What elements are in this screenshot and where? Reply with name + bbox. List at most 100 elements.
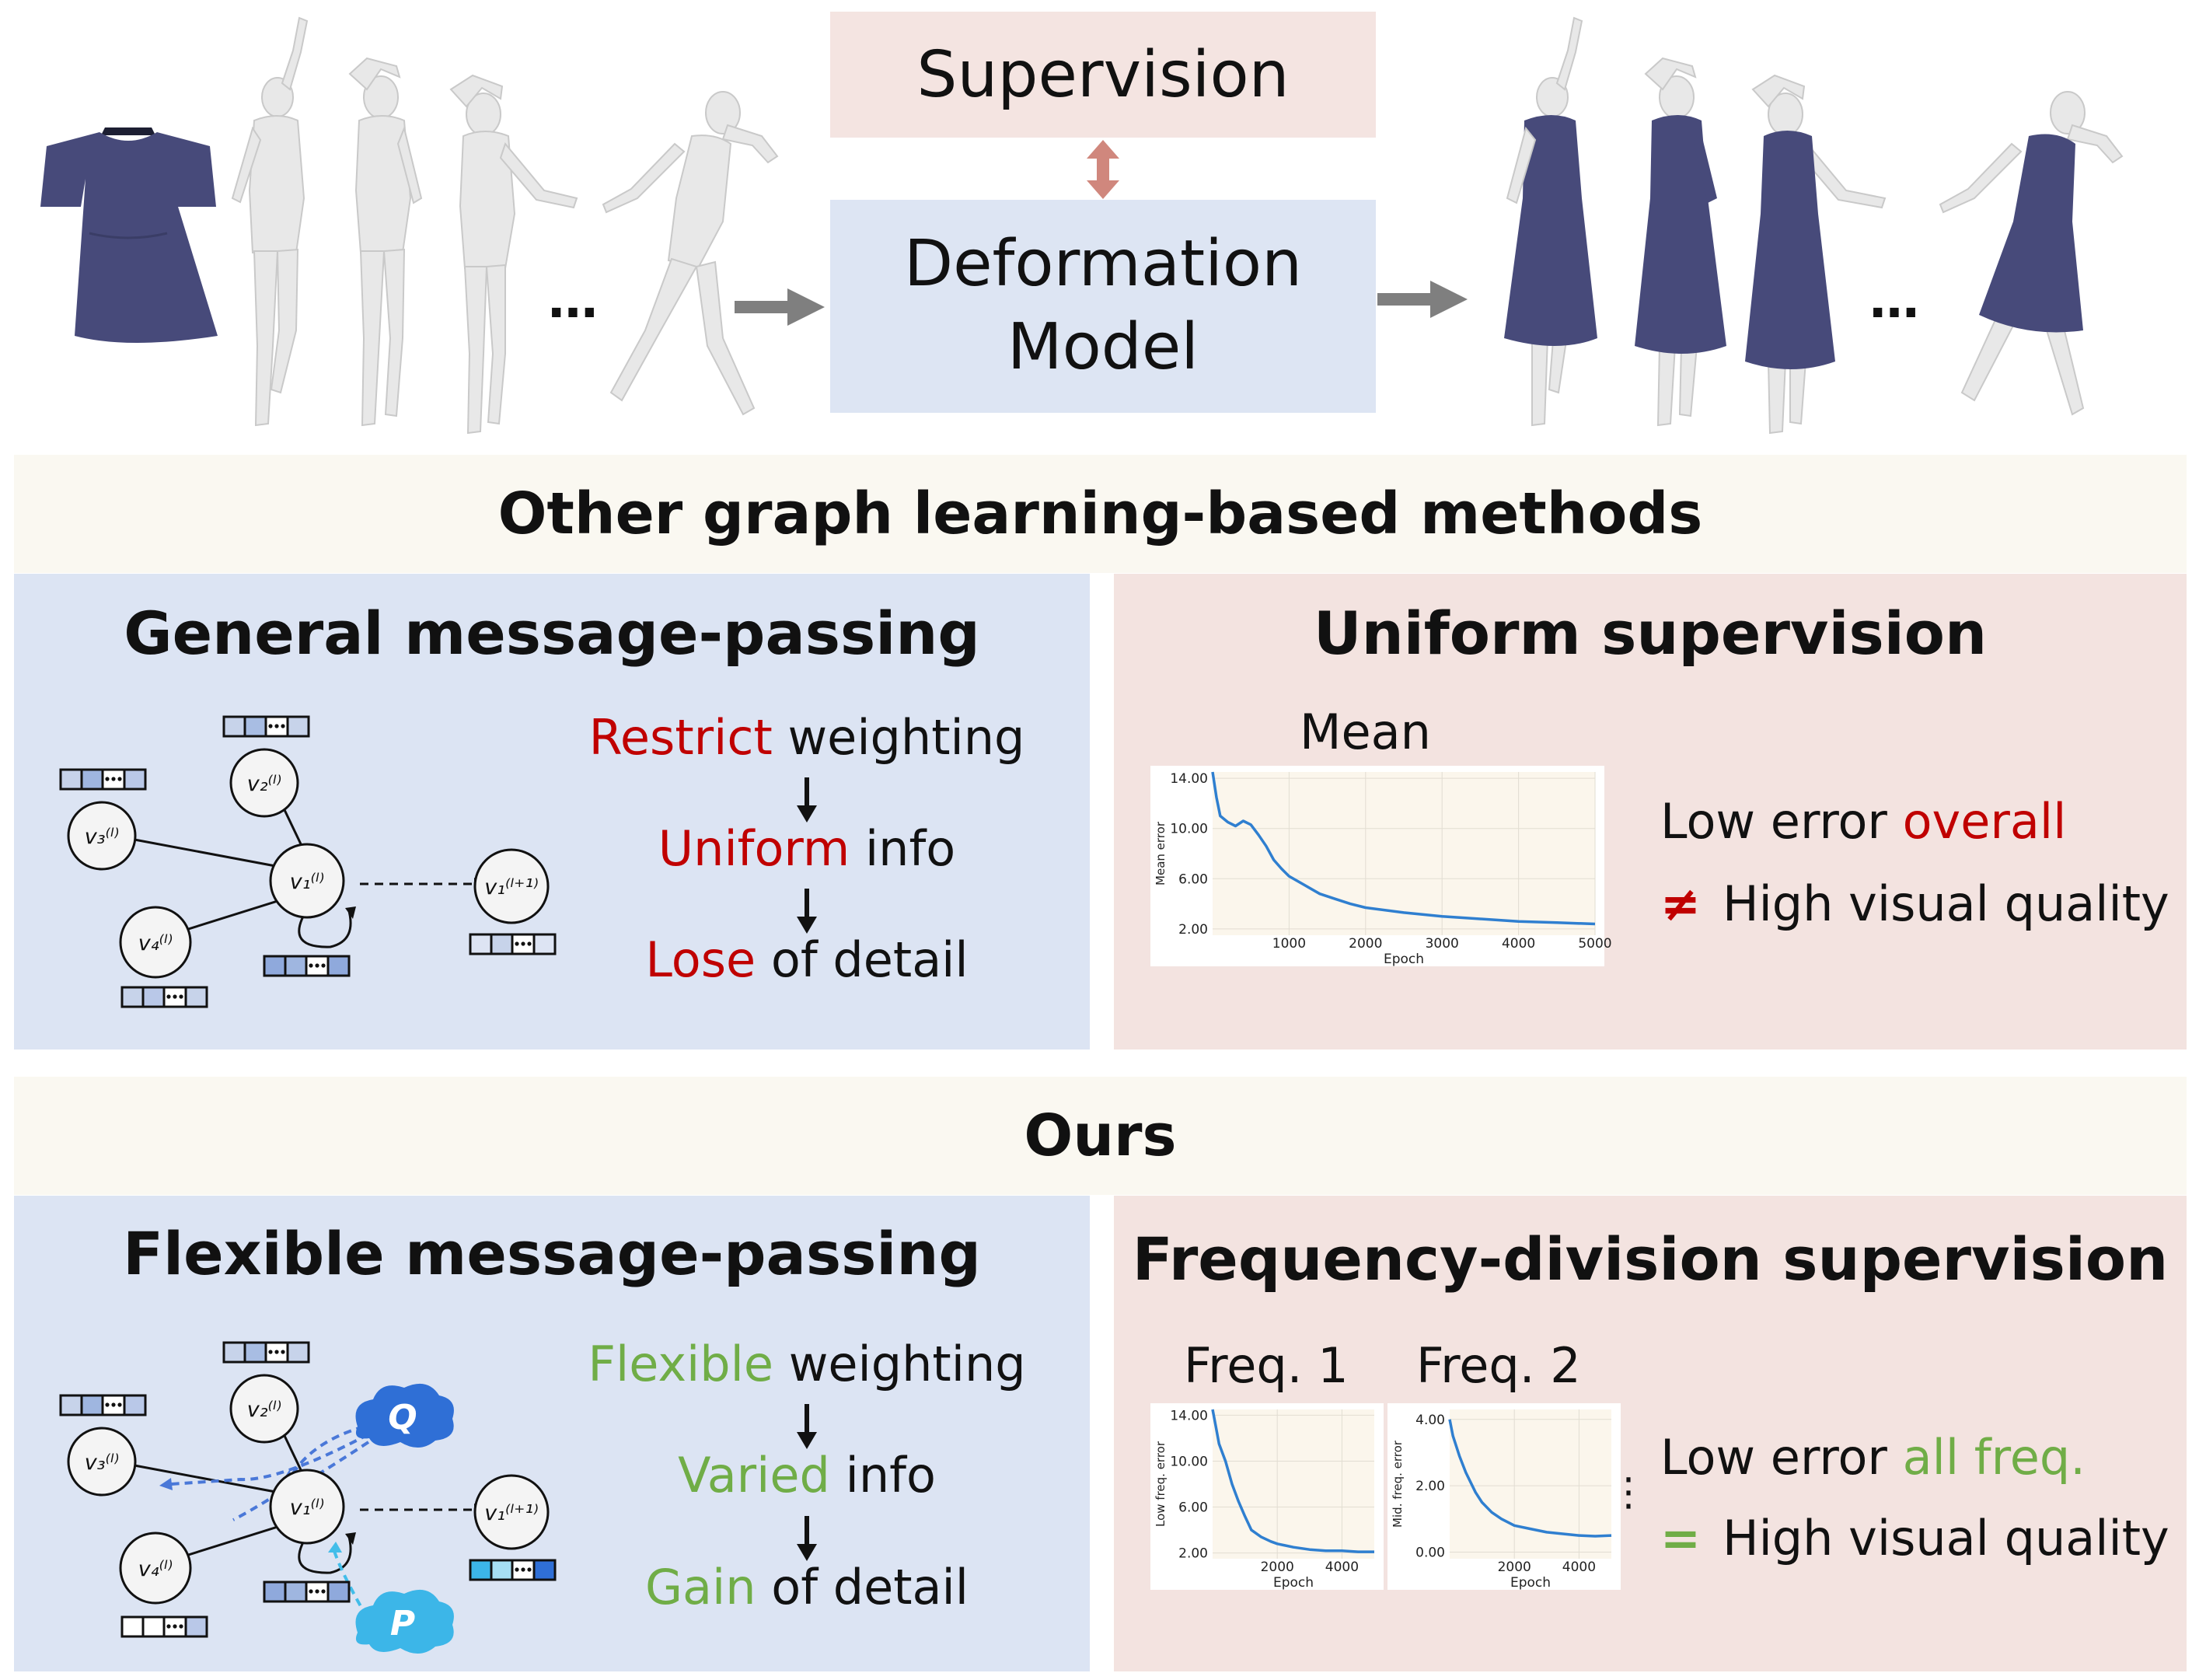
feature-vector-icon — [59, 1394, 147, 1416]
not-equal-icon: ≠ — [1660, 875, 1701, 932]
node-v1-label: v₁⁽ˡ⁾ — [290, 870, 325, 894]
dressed-pose-2-icon — [1635, 57, 1726, 427]
flexible-flow-highlight-2: Varied — [678, 1447, 830, 1504]
q-label: Q — [388, 1398, 417, 1437]
flexible-flow-line-3: Gain of detail — [581, 1559, 1032, 1615]
ours-title: Ours — [1024, 1102, 1177, 1169]
ours-band: Ours — [14, 1077, 2187, 1195]
general-message-passing-title: General message-passing — [124, 599, 980, 668]
deformation-label-line1: Deformation — [903, 227, 1303, 302]
flexible-flow-highlight-3: Gain — [645, 1559, 756, 1615]
down-arrow-icon — [797, 777, 817, 823]
node-v3-label: v₃⁽ˡ⁾ — [85, 825, 120, 849]
general-flow-rest-2: info — [850, 820, 956, 877]
p-label: P — [390, 1604, 415, 1643]
frequency-claim-1-prefix: Low error — [1660, 1429, 1903, 1486]
low-freq-ytick-label: 10.00 — [1170, 1454, 1208, 1469]
uniform-claim-1-highlight: overall — [1902, 793, 2067, 850]
uniform-claim-1: Low error overall — [1660, 793, 2066, 850]
mid-freq-ytick-label: 2.00 — [1415, 1479, 1445, 1494]
low-freq-ylabel: Low freq. error — [1154, 1441, 1168, 1527]
mid-freq-ytick-label: 4.00 — [1415, 1413, 1445, 1428]
mid-freq-series-line — [1448, 1419, 1612, 1538]
uniform-claim-2: ≠ High visual quality — [1660, 875, 2169, 932]
mean-error-xtick-label: 1000 — [1272, 936, 1306, 952]
mean-error-xtick-label: 3000 — [1426, 936, 1459, 952]
arrow-right-icon — [1377, 281, 1468, 318]
feature-vector-icon — [263, 1580, 351, 1603]
dressed-pose-1-icon — [1504, 16, 1597, 427]
general-flow-highlight-2: Uniform — [658, 820, 850, 877]
mean-error-ytick-label: 6.00 — [1178, 871, 1208, 887]
equal-icon: = — [1660, 1510, 1701, 1566]
feature-vector-icon — [263, 955, 351, 977]
mid-freq-xtick-label: 2000 — [1498, 1560, 1531, 1575]
mean-error-xtick-label: 2000 — [1349, 936, 1382, 952]
frequency-division-title: Frequency-division supervision — [1132, 1224, 2169, 1294]
low-freq-xtick-label: 4000 — [1325, 1560, 1359, 1575]
node-v2-label: v₂⁽ˡ⁾ — [247, 1398, 282, 1422]
general-flow-line-2: Uniform info — [581, 820, 1032, 877]
flexible-message-passing-title: Flexible message-passing — [123, 1219, 981, 1288]
general-message-passing-panel — [14, 574, 1090, 1050]
feature-vector-icon — [120, 986, 208, 1008]
node-v4-label: v₄⁽ˡ⁾ — [138, 931, 173, 955]
uniform-claim-2-text: High visual quality — [1722, 875, 2169, 932]
mid-freq-ylabel: Mid. freq. error — [1391, 1440, 1405, 1528]
low-freq-xlabel: Epoch — [1273, 1575, 1314, 1591]
mid-freq-plot-area — [1450, 1409, 1611, 1559]
general-flow-line-1: Restrict weighting — [581, 709, 1032, 766]
down-arrow-icon — [797, 889, 817, 934]
down-arrow-icon — [797, 1516, 817, 1561]
flexible-flow-line-1: Flexible weighting — [581, 1336, 1032, 1392]
output-ellipsis: … — [1869, 272, 1921, 330]
general-flow-line-3: Lose of detail — [581, 931, 1032, 988]
flexible-graph-diagram: v₂⁽ˡ⁾ v₃⁽ˡ⁾ v₁⁽ˡ⁾ v₄⁽ˡ⁾ v₁⁽ˡ⁺¹⁾ Q P — [59, 1341, 557, 1654]
mid-freq-xtick-label: 4000 — [1562, 1560, 1596, 1575]
freq1-chart-title: Freq. 1 — [1184, 1337, 1349, 1394]
mean-chart-title: Mean — [1300, 704, 1431, 760]
feature-vector-icon — [59, 768, 147, 791]
low-freq-ytick-label: 14.00 — [1170, 1408, 1208, 1423]
feature-vector-icon — [120, 1615, 208, 1638]
double-arrow-icon — [1087, 140, 1119, 199]
body-pose-2-icon — [348, 57, 423, 427]
p-cloud-icon: P — [355, 1589, 454, 1654]
frequency-claim-1-highlight: all freq. — [1902, 1429, 2086, 1486]
node-v2-label: v₂⁽ˡ⁾ — [247, 772, 282, 796]
uniform-claim-1-prefix: Low error — [1660, 793, 1903, 850]
q-cloud-icon: Q — [355, 1383, 454, 1448]
dressed-pose-4-icon — [1939, 91, 2124, 416]
node-v1-label: v₁⁽ˡ⁾ — [290, 1496, 325, 1520]
flexible-flow-rest-2: info — [829, 1447, 936, 1504]
general-flow-rest-3: of detail — [756, 931, 969, 988]
low-freq-ytick-label: 2.00 — [1178, 1546, 1208, 1562]
frequency-claim-2-text: High visual quality — [1722, 1510, 2169, 1566]
mean-error-ytick-label: 14.00 — [1170, 771, 1208, 787]
low-freq-plot-area — [1213, 1409, 1374, 1559]
feature-vector-icon — [222, 1341, 310, 1364]
flexible-flow-rest-1: weighting — [773, 1336, 1026, 1392]
feature-vector-icon — [222, 715, 310, 738]
mean-error-series-line — [1211, 771, 1596, 926]
uniform-supervision-title: Uniform supervision — [1313, 599, 1988, 668]
mean-error-ylabel: Mean error — [1154, 821, 1168, 885]
supervision-box: Supervision — [830, 12, 1376, 138]
freq2-chart-title: Freq. 2 — [1416, 1337, 1581, 1394]
mean-error-xlabel: Epoch — [1384, 952, 1424, 967]
dressed-pose-3-icon — [1745, 74, 1887, 435]
general-flow-highlight-3: Lose — [645, 931, 756, 988]
feature-vector-icon — [469, 933, 557, 955]
frequency-claim-2: = High visual quality — [1660, 1510, 2169, 1566]
general-graph-diagram: v₂⁽ˡ⁾ v₃⁽ˡ⁾ v₁⁽ˡ⁾ v₄⁽ˡ⁾ v₁⁽ˡ⁺¹⁾ — [59, 715, 557, 1008]
more-charts-vdots: ⋮ — [1609, 1469, 1648, 1514]
flexible-flow-rest-3: of detail — [756, 1559, 969, 1615]
mean-error-ytick-label: 10.00 — [1170, 822, 1208, 837]
other-methods-title: Other graph learning-based methods — [497, 480, 1703, 547]
body-pose-4-icon — [602, 91, 779, 416]
low-freq-ytick-label: 6.00 — [1178, 1500, 1208, 1516]
low-freq-xtick-label: 2000 — [1261, 1560, 1294, 1575]
